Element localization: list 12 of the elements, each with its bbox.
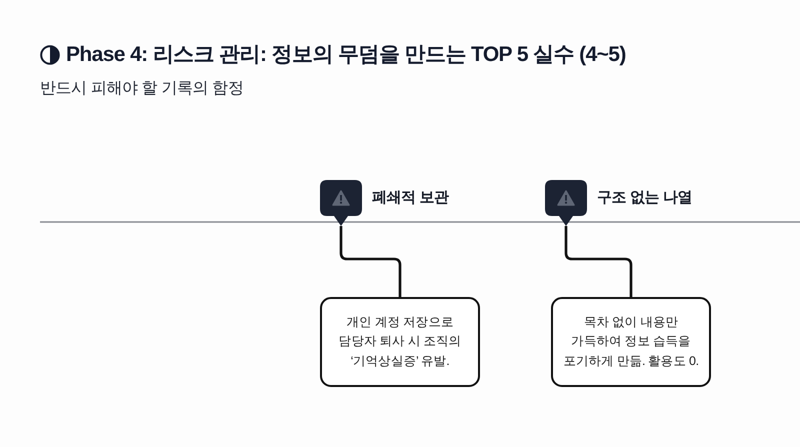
subtitle: 반드시 피해야 할 기록의 함정 [40,79,244,99]
title: Phase 4: 리스크 관리: 정보의 무덤을 만드는 TOP 5 실수 (4~5) [66,42,626,68]
marker-label: 폐쇄적 보관 [372,188,449,207]
marker-pin [320,180,362,226]
description-text: 목차 없이 내용만 가득하여 정보 습득을 포기하게 만듦. 활용도 0. [562,314,700,370]
description-text: 개인 계정 저장으로 담당자 퇴사 시 조직의 ‘기억상실증’ 유발. [338,314,462,370]
connector-line [340,226,402,297]
callout-card [320,297,480,387]
connector-line [564,226,632,297]
callout-card [551,297,711,387]
marker-pin [545,180,587,226]
marker-label: 구조 없는 나열 [597,188,692,207]
